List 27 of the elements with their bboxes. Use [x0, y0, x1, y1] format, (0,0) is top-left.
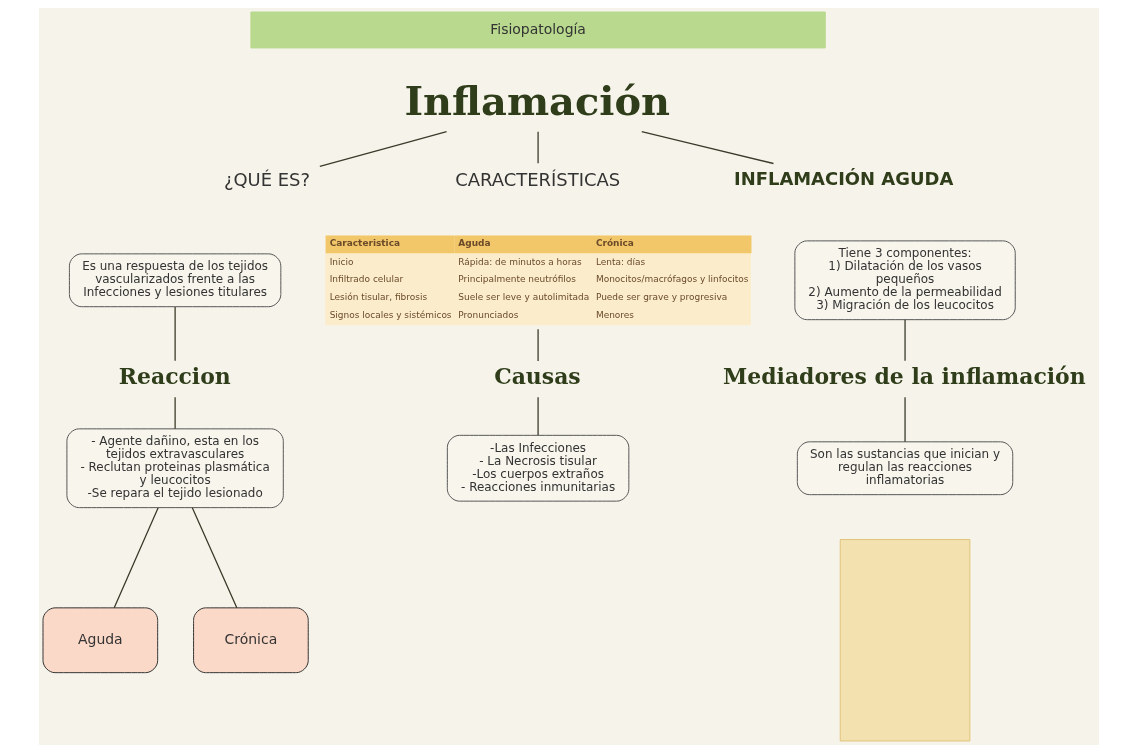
node-box: Es una respuesta de los tejidos vascularizados frente a las Infecciones y lesiones titulares — [68, 253, 282, 308]
node-text: Causas — [494, 362, 581, 389]
connector — [904, 396, 906, 443]
node-text: INFLAMACIÓN AGUDA — [734, 167, 954, 189]
node-box: Aguda — [42, 607, 159, 674]
node-text: Mediadores de la inflamación — [723, 362, 1086, 389]
connector — [904, 319, 906, 362]
connector — [174, 306, 176, 362]
connector — [537, 131, 539, 164]
connector — [537, 396, 539, 436]
connector — [113, 507, 159, 609]
node-text: ¿QUÉ ES? — [223, 168, 311, 190]
node-text: Inflamación — [404, 77, 670, 124]
connector — [537, 328, 539, 362]
connector — [174, 396, 176, 430]
node-box — [839, 539, 971, 742]
node-box: Son las sustancias que inician y regulan las reacciones inflamatorias — [796, 441, 1014, 496]
node-box: -Las Infecciones - La Necrosis tisular -Los cuerpos extraños - Reacciones inmunitarias — [446, 434, 630, 502]
node-text: Reaccion — [118, 362, 231, 389]
connector — [191, 507, 238, 609]
label: Fisiopatología — [490, 20, 586, 37]
connector — [319, 131, 448, 167]
node-box: Crónica — [193, 607, 309, 674]
node-text: CARACTERÍSTICAS — [455, 168, 621, 190]
node-box: - Agente dañino, esta en los tejidos extravasculares - Reclutan proteinas plasmática y leucocitos -Se repara el tejido lesionado — [66, 428, 284, 509]
connector — [641, 131, 775, 165]
node-box: Tiene 3 componentes: 1) Dilatación de los vasos pequeños 2) Aumento de la permeabilidad 3) Migración de los leucocitos — [794, 240, 1016, 321]
